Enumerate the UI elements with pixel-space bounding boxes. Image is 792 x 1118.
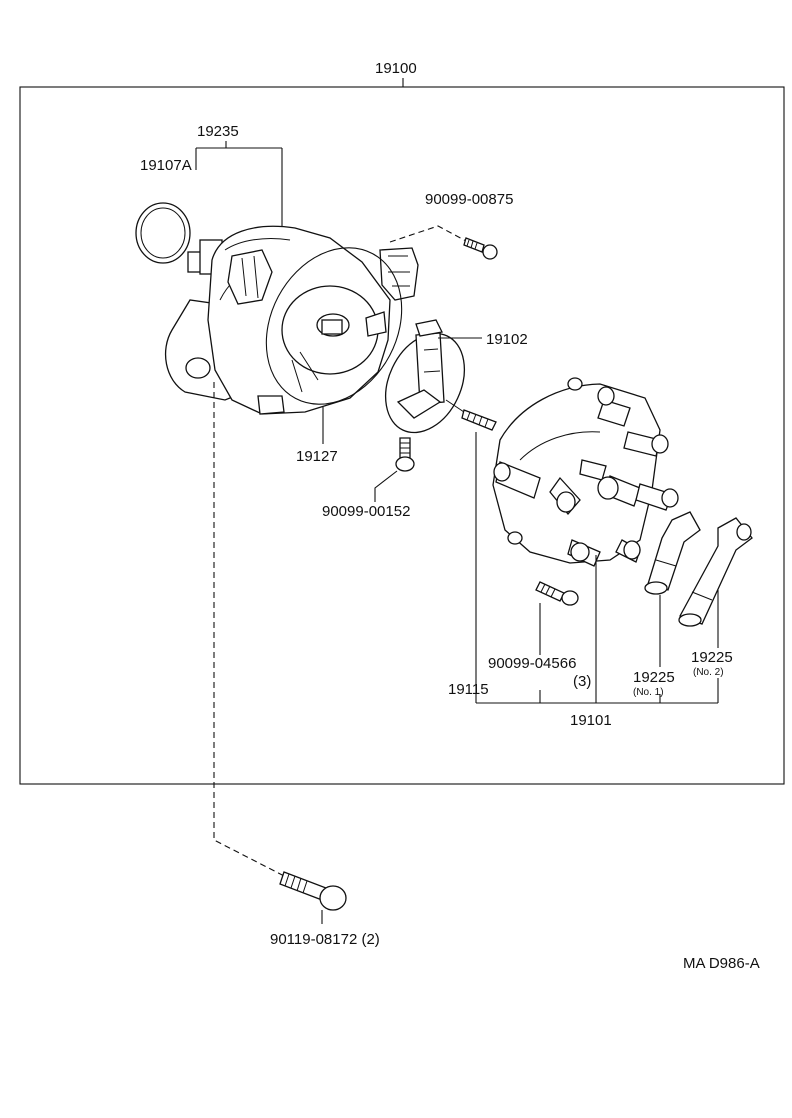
rotor-screw-part <box>395 437 415 472</box>
label-rotor: 19102 <box>486 331 528 348</box>
mount-bolt-part <box>279 871 347 911</box>
label-rotor-screw: 90099-00152 <box>322 503 410 520</box>
leader-housing-group <box>195 141 283 228</box>
cap-bolt-part <box>445 399 497 431</box>
label-boot-no1: 19225 <box>633 669 675 686</box>
rotor-part <box>385 319 465 434</box>
distributor-cap-part <box>492 377 679 567</box>
label-boot-no1-sub: (No. 1) <box>633 687 664 698</box>
o-ring-part <box>135 202 191 264</box>
gasket-ring-part <box>265 247 403 405</box>
label-o-ring: 19107A <box>140 157 192 174</box>
label-assembly: 19100 <box>375 60 417 77</box>
label-cap-bolt: 19115 <box>448 681 489 698</box>
leader-mount-bolt <box>213 382 293 881</box>
cap-screw-part <box>535 581 579 606</box>
label-cap-screw-qty: (3) <box>573 673 591 690</box>
plug-boot-no1-part <box>644 511 701 595</box>
label-housing-group: 19235 <box>197 123 239 140</box>
label-boot-no2: 19225 <box>691 649 733 666</box>
leader-rotor-screw <box>374 470 398 502</box>
label-cap-screw: 90099-04566 <box>488 655 576 672</box>
label-mount-bolt: 90119-08172 (2) <box>270 931 380 948</box>
label-boot-no2-sub: (No. 2) <box>693 667 724 678</box>
label-cap-group: 19101 <box>570 712 612 729</box>
plug-boot-no2-part <box>678 517 753 627</box>
assembly-frame <box>19 86 785 785</box>
label-gasket: 19127 <box>296 448 338 465</box>
drawing-code: MA D986-A <box>683 955 760 972</box>
label-bolt-top: 90099-00875 <box>425 191 513 208</box>
bolt-top-part <box>463 237 498 260</box>
leader-bolt-top <box>389 225 469 243</box>
distributor-housing-part <box>164 225 419 415</box>
